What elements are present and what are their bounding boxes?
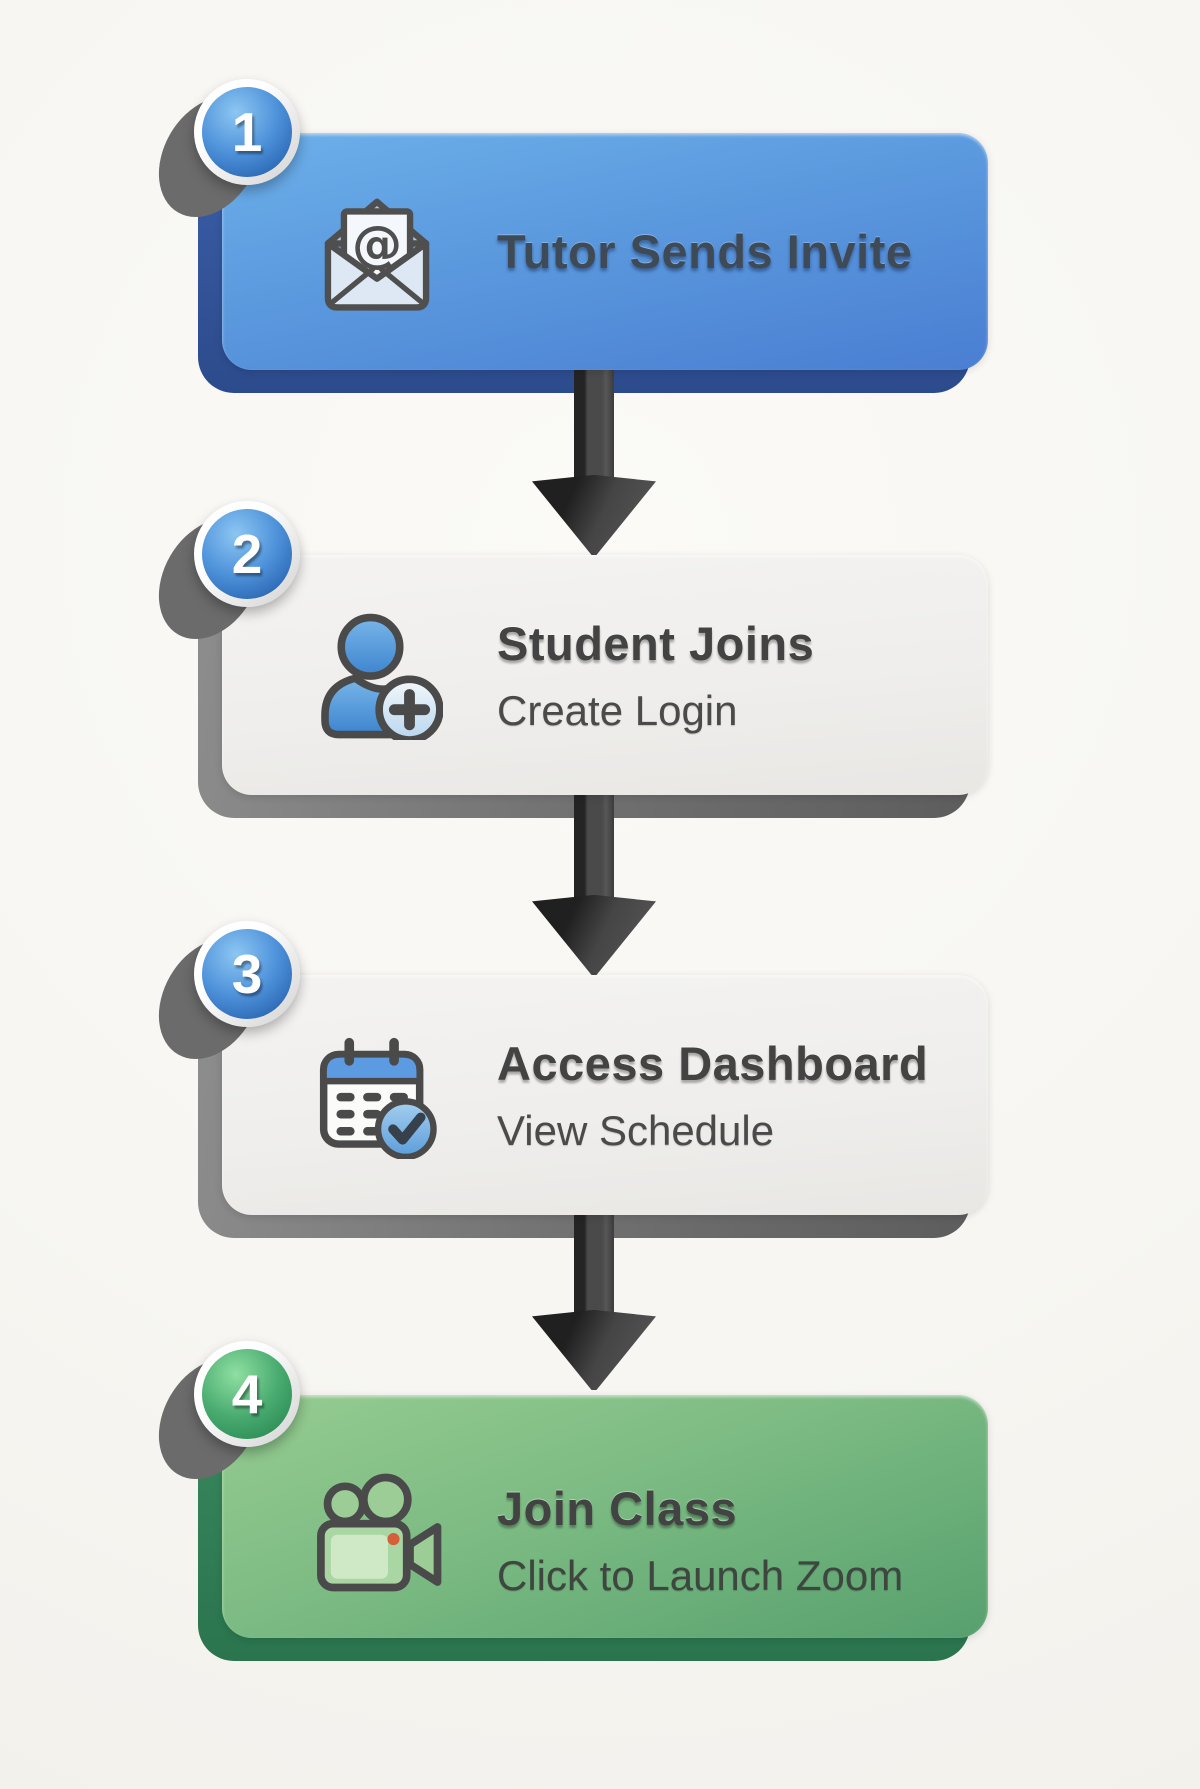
card-face: Access Dashboard View Schedule xyxy=(222,975,988,1215)
badge-sphere: 1 xyxy=(202,87,292,177)
step-title: Join Class xyxy=(497,1482,738,1535)
step-card-student-joins: Student Joins Create Login 2 xyxy=(138,500,988,818)
calendar-check-icon xyxy=(294,1031,459,1159)
step-number: 3 xyxy=(231,943,263,1005)
step-title: Tutor Sends Invite xyxy=(497,225,913,278)
flow-arrow-down-icon xyxy=(532,365,656,555)
person-add-icon xyxy=(294,610,459,740)
step-number-badge: 3 xyxy=(138,920,300,1078)
card-face: Join Class Click to Launch Zoom xyxy=(222,1395,988,1638)
step-subtitle: Click to Launch Zoom xyxy=(497,1552,904,1599)
card-face: Student Joins Create Login xyxy=(222,555,988,795)
card-face: @ Tutor Sends Invite xyxy=(222,133,988,370)
step-number: 1 xyxy=(231,101,263,163)
flow-arrow-down-icon xyxy=(532,793,656,975)
step-card-join-class: Join Class Click to Launch Zoom 4 xyxy=(138,1340,988,1661)
step-title: Student Joins xyxy=(497,616,815,670)
email-at-icon: @ xyxy=(294,188,459,316)
badge-sphere: 2 xyxy=(202,509,292,599)
step-card-access-dashboard: Access Dashboard View Schedule 3 xyxy=(138,920,988,1238)
video-camera-icon xyxy=(294,1472,459,1604)
step-card-tutor-sends-invite: @ Tutor Sends Invite 1 xyxy=(138,78,988,393)
step-number: 2 xyxy=(231,523,263,585)
step-number: 4 xyxy=(231,1363,263,1425)
badge-sphere: 4 xyxy=(202,1349,292,1439)
step-subtitle: Create Login xyxy=(497,686,738,734)
step-number-badge: 1 xyxy=(138,78,300,236)
badge-sphere: 3 xyxy=(202,929,292,1019)
flow-arrow-down-icon xyxy=(532,1213,656,1390)
step-number-badge: 2 xyxy=(138,500,300,658)
step-subtitle: View Schedule xyxy=(497,1106,775,1154)
step-number-badge: 4 xyxy=(138,1340,300,1498)
step-title: Access Dashboard xyxy=(497,1036,929,1090)
